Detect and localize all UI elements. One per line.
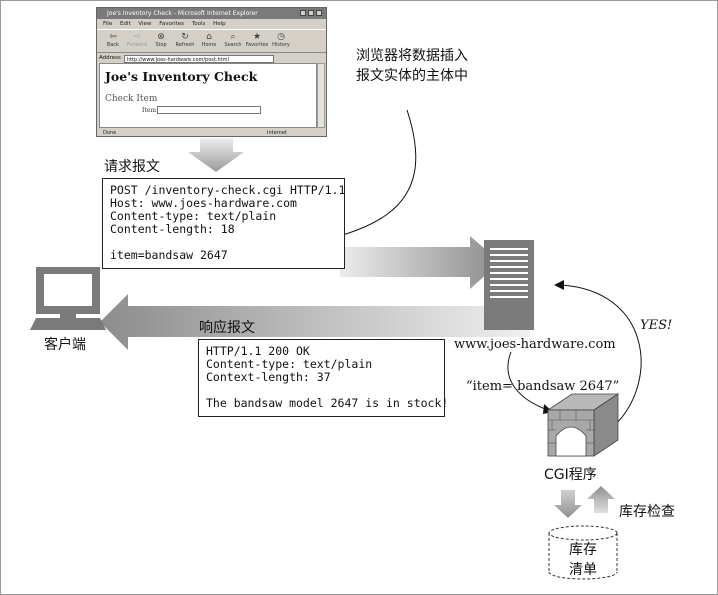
refresh-button[interactable]: ↻Refresh — [173, 30, 197, 52]
star-icon: ★ — [252, 32, 262, 42]
yes-label: YES! — [640, 318, 673, 333]
small-down-arrow — [554, 490, 582, 518]
request-line-1: POST /inventory-check.cgi HTTP/1.1 — [110, 183, 346, 197]
response-body: The bandsaw model 2647 is in stock! — [206, 396, 449, 410]
browser-window: Joe's Inventory Check - Microsoft Intern… — [96, 7, 327, 137]
small-up-arrow — [587, 486, 615, 513]
response-message-label: 响应报文 — [199, 320, 255, 336]
forward-arrow-icon: ⇨ — [133, 32, 141, 42]
cgi-program-label: CGI程序 — [544, 467, 597, 483]
address-field[interactable]: http://www.joes-hardware.com/post.html — [123, 54, 274, 63]
menu-tools[interactable]: Tools — [191, 21, 206, 27]
address-label: Address — [99, 55, 121, 61]
response-arrow — [100, 294, 530, 350]
stop-button[interactable]: ⊗Stop — [149, 30, 173, 52]
close-icon[interactable] — [316, 10, 322, 16]
request-line-4: Content-length: 18 — [110, 222, 235, 236]
back-arrow-icon: ⇦ — [109, 32, 117, 42]
server-label: www.joes-hardware.com — [454, 337, 616, 352]
search-button[interactable]: ⌕Search — [221, 30, 245, 52]
menu-favorites[interactable]: Favorites — [159, 21, 185, 27]
item-label: Item — [142, 107, 157, 114]
browser-title-bar: Joe's Inventory Check - Microsoft Intern… — [97, 8, 326, 19]
forward-button[interactable]: ⇨Forward — [126, 32, 148, 48]
maximize-icon[interactable] — [308, 10, 314, 16]
search-icon: ⌕ — [230, 32, 236, 42]
refresh-icon: ↻ — [181, 32, 189, 42]
cgi-gateway-icon — [546, 393, 620, 457]
response-message-box: HTTP/1.1 200 OK Content-type: text/plain… — [198, 339, 449, 417]
address-bar: Address http://www.joes-hardware.com/pos… — [97, 53, 326, 64]
page-heading: Joe's Inventory Check — [105, 69, 258, 84]
minimize-icon[interactable] — [300, 10, 306, 16]
request-body: item=bandsaw 2647 — [110, 248, 228, 262]
request-line-2: Host: www.joes-hardware.com — [110, 196, 297, 210]
arc-to-cgi — [507, 351, 549, 411]
response-line-1: HTTP/1.1 200 OK — [206, 344, 310, 358]
inventory-check-label: 库存检查 — [619, 504, 675, 520]
request-message-box: POST /inventory-check.cgi HTTP/1.1 Host:… — [102, 178, 345, 269]
response-line-3: Context-length: 37 — [206, 370, 331, 384]
browser-title: Joe's Inventory Check - Microsoft Intern… — [107, 10, 258, 17]
down-arrow — [188, 138, 244, 172]
back-button[interactable]: ⇦Back — [101, 30, 125, 52]
history-icon: ◷ — [277, 32, 285, 42]
home-button[interactable]: ⌂Home — [197, 30, 221, 52]
status-done: Done — [103, 130, 117, 136]
response-line-2: Content-type: text/plain — [206, 357, 373, 371]
status-internet: Internet — [267, 130, 287, 136]
client-computer-icon — [30, 267, 106, 330]
stop-icon: ⊗ — [157, 32, 165, 42]
home-icon: ⌂ — [206, 32, 212, 42]
client-label: 客户端 — [44, 337, 86, 353]
cgi-input-label: “item= bandsaw 2647” — [466, 379, 620, 394]
history-button[interactable]: ◷History — [269, 30, 293, 52]
menu-file[interactable]: File — [103, 21, 113, 27]
favorites-button[interactable]: ★Favorites — [245, 32, 269, 48]
menu-view[interactable]: View — [138, 21, 152, 27]
arc-to-server — [559, 284, 642, 426]
browser-scrollbar[interactable] — [317, 63, 325, 128]
browser-menu-bar: File Edit View Favorites Tools Help — [97, 19, 326, 29]
request-arrow — [340, 236, 500, 289]
browser-inserts-label-line1: 浏览器将数据插入 — [356, 48, 468, 64]
inventory-list-label-line1: 库存 — [569, 542, 597, 558]
server-icon — [484, 240, 534, 330]
inventory-list-label-line2: 清单 — [569, 562, 597, 578]
request-message-label: 请求报文 — [104, 159, 160, 175]
menu-help[interactable]: Help — [213, 21, 226, 27]
item-input[interactable] — [157, 106, 261, 114]
browser-content: Joe's Inventory Check Check Item Item — [99, 63, 317, 128]
browser-inserts-label-line2: 报文实体的主体中 — [356, 68, 468, 84]
inventory-database-icon — [548, 525, 618, 580]
browser-status-bar: Done Internet — [97, 129, 326, 136]
request-line-3: Content-type: text/plain — [110, 209, 277, 223]
menu-edit[interactable]: Edit — [119, 21, 131, 27]
browser-toolbar: ⇦Back ⇨Forward ⊗Stop ↻Refresh ⌂Home ⌕Sea… — [97, 29, 326, 53]
form-title: Check Item — [105, 94, 158, 104]
